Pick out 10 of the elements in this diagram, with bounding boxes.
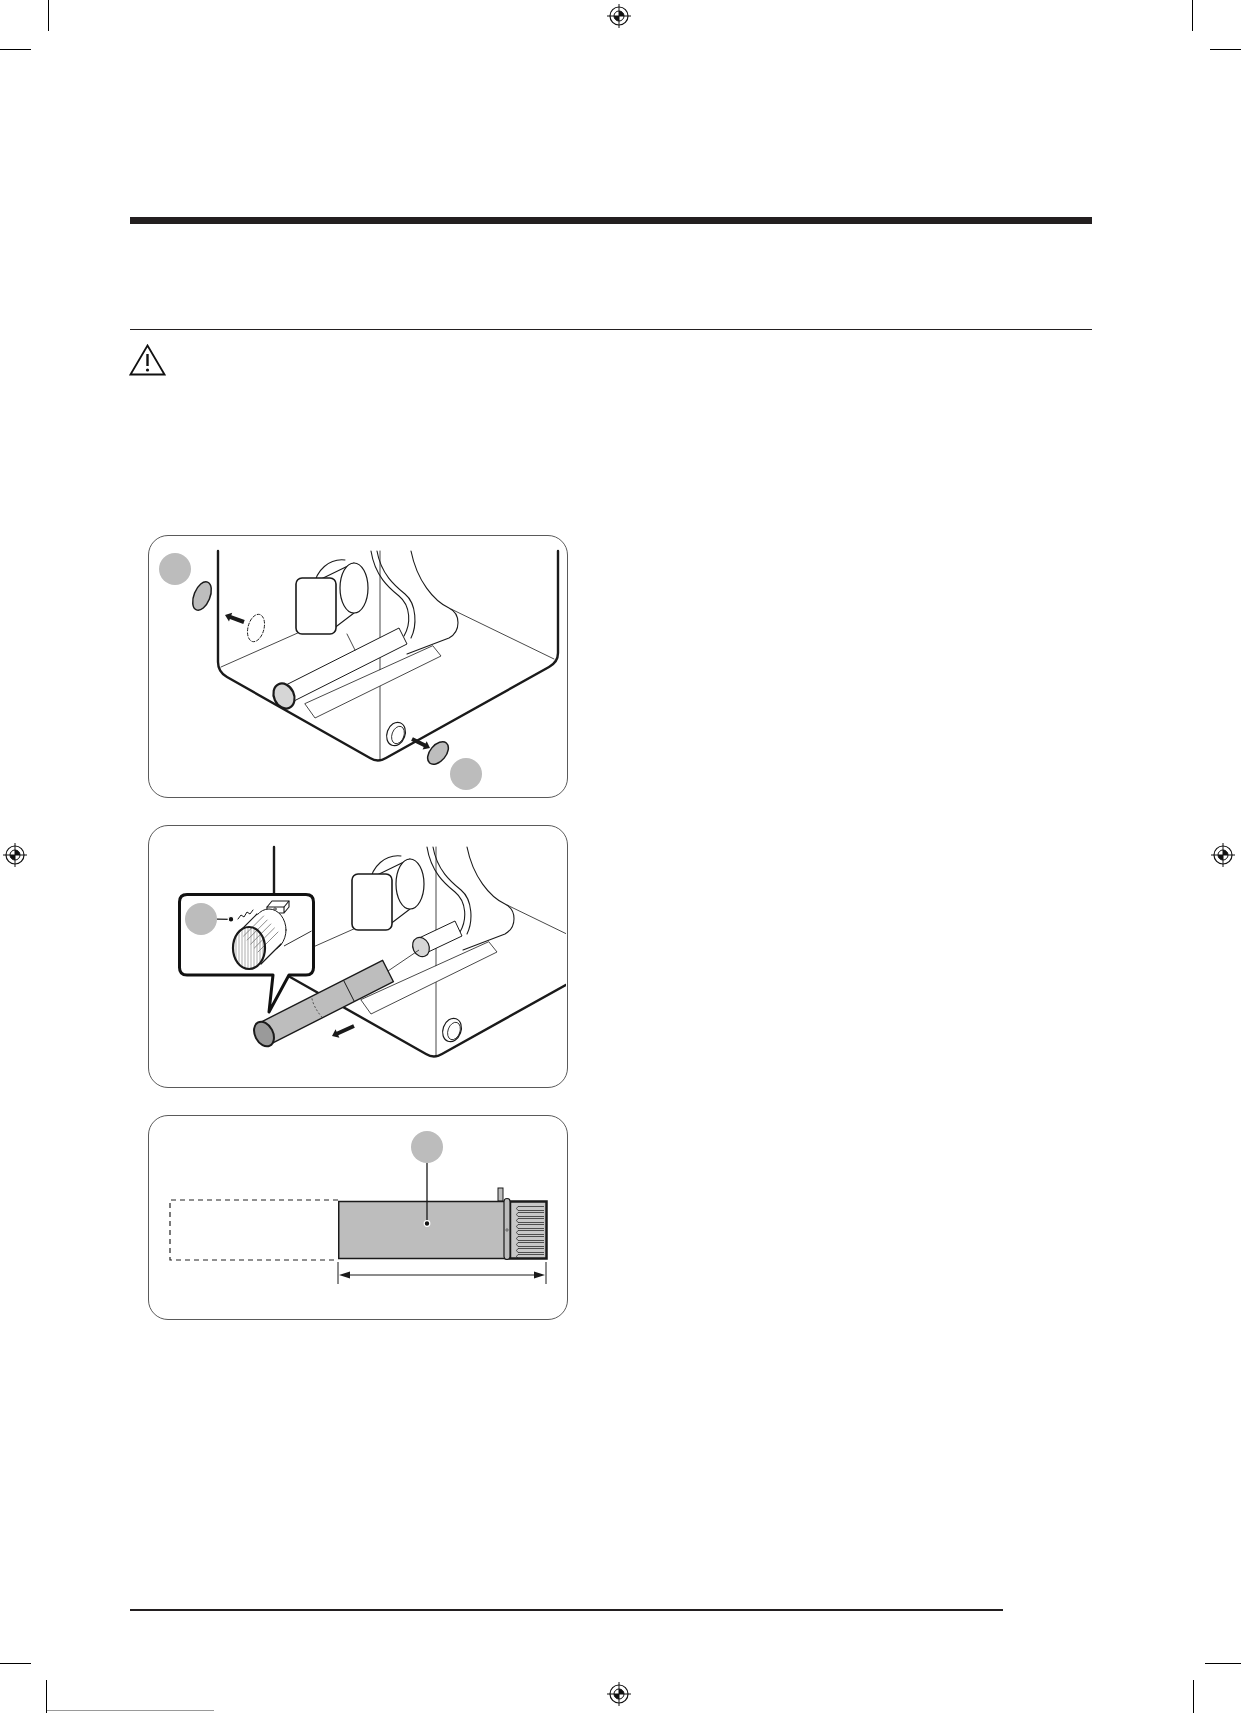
leader-line — [423, 1162, 431, 1227]
illustration-panel — [148, 825, 568, 1088]
illustration-panel — [148, 1115, 568, 1320]
callout-marker — [450, 758, 482, 790]
extension-tube — [338, 1187, 548, 1260]
leader-line — [216, 915, 235, 923]
callout-marker — [159, 553, 191, 585]
illustration-panel — [148, 535, 568, 798]
magnified-view-callout — [178, 893, 315, 1014]
callout-marker — [411, 1131, 443, 1163]
